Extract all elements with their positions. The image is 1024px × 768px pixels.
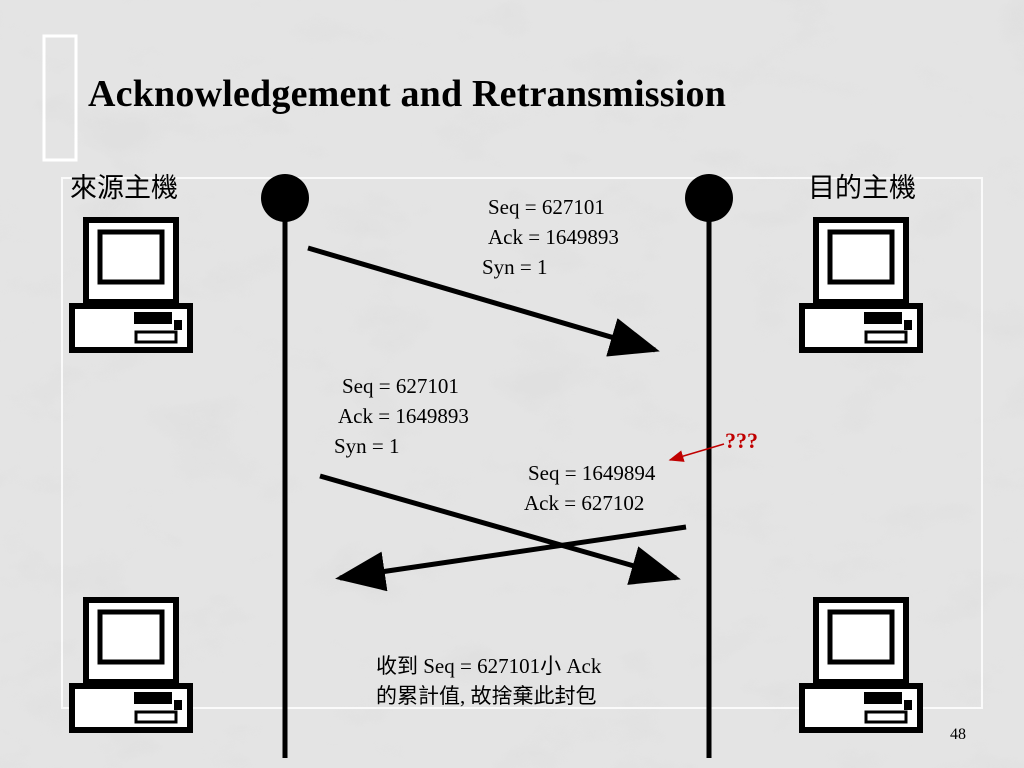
seq-text: Seq = 627101 xyxy=(488,195,605,219)
ack-text: Ack = 627102 xyxy=(524,491,645,515)
syn-arrow xyxy=(307,245,660,357)
reply-arrow xyxy=(335,524,687,592)
question-marks-annotation: ??? xyxy=(725,428,758,453)
first-syn-label: Seq = 627101 Ack = 1649893 Syn = 1 xyxy=(482,192,619,282)
note-line-1: 收到 Seq = 627101小 Ack xyxy=(376,654,602,678)
slide-title: Acknowledgement and Retransmission xyxy=(88,73,727,115)
destination-computer-icon xyxy=(802,220,920,350)
source-computer-icon xyxy=(72,600,190,730)
note-line-2: 的累計值, 故捨棄此封包 xyxy=(376,684,597,708)
retransmitted-syn-label: Seq = 627101 Ack = 1649893 Syn = 1 xyxy=(334,371,469,461)
syn-text: Syn = 1 xyxy=(482,255,548,279)
source-host-label: 來源主機 xyxy=(70,173,178,203)
page-number: 48 xyxy=(950,726,966,743)
reply-label: Seq = 1649894 Ack = 627102 xyxy=(524,458,656,518)
source-timeline-node xyxy=(261,174,309,222)
ack-text: Ack = 1649893 xyxy=(338,404,469,428)
destination-host-label: 目的主機 xyxy=(808,173,916,203)
destination-computer-icon xyxy=(802,600,920,730)
source-computer-icon xyxy=(72,220,190,350)
frame-decoration xyxy=(42,34,78,162)
ack-text: Ack = 1649893 xyxy=(488,225,619,249)
discard-note: 收到 Seq = 627101小 Ack 的累計值, 故捨棄此封包 xyxy=(376,651,601,711)
frame-decoration xyxy=(61,177,983,709)
seq-text: Seq = 1649894 xyxy=(528,461,656,485)
syn-text: Syn = 1 xyxy=(334,434,400,458)
seq-text: Seq = 627101 xyxy=(342,374,459,398)
retransmitted-syn-arrow xyxy=(319,473,681,585)
question-pointer-arrow xyxy=(668,443,725,462)
destination-timeline-node xyxy=(685,174,733,222)
